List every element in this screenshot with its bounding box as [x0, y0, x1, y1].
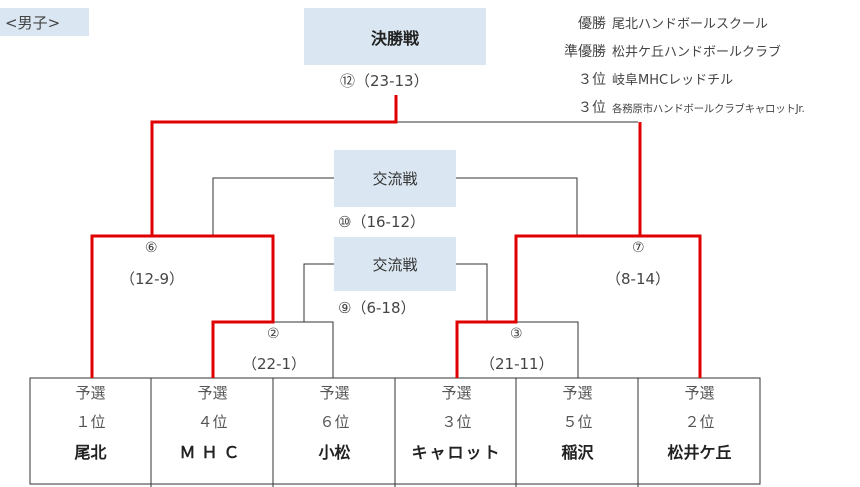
- ranking-rank: ３位: [578, 100, 606, 116]
- team-name: 稲沢: [561, 443, 594, 462]
- ranking-row: ３位各務原市ハンドボールクラブキャロットJr.: [556, 97, 805, 117]
- team-cell: 予選 １位 尾北: [30, 378, 151, 484]
- team-cell: 予選 ６位 小松: [274, 378, 395, 484]
- team-stage: 予選: [441, 384, 472, 402]
- exchange2-box: 交流戦: [334, 237, 456, 291]
- exchange2-label: 交流戦: [372, 255, 418, 274]
- team-stage: 予選: [684, 384, 715, 402]
- final-match-no: ⑫: [340, 72, 356, 90]
- ranking-team: 尾北ハンドボールスクール: [612, 17, 769, 32]
- exchange1-result: ⑩（16-12）: [338, 211, 425, 232]
- team-place: ４位: [197, 413, 228, 431]
- team-cell: 予選 ４位 ＭＨＣ: [152, 378, 273, 484]
- ranking-rank: 優勝: [578, 16, 606, 32]
- qf-left-bracket: [273, 321, 334, 378]
- exchange2-result: ⑨（6-18）: [338, 297, 416, 318]
- team-place: ３位: [441, 413, 472, 431]
- winner-path-carrot: [455, 234, 640, 378]
- semi-left-score: （12-9）: [120, 270, 185, 288]
- ranking-rank: ３位: [578, 72, 606, 88]
- final-label: 決勝戦: [370, 28, 419, 48]
- qf-right-match-no: ③: [510, 326, 523, 342]
- team-stage: 予選: [197, 384, 228, 402]
- qf-left-match-no: ②: [267, 326, 280, 342]
- ranking-team: 松井ケ丘ハンドボールクラブ: [612, 45, 782, 60]
- team-cell: 予選 ５位 稲沢: [517, 378, 638, 484]
- qf-left-score: （22-1）: [242, 355, 307, 373]
- exchange1-match-no: ⑩: [338, 213, 352, 231]
- team-place: ５位: [562, 413, 593, 431]
- team-stage: 予選: [562, 384, 593, 402]
- final-box: 決勝戦: [304, 8, 486, 65]
- team-stage: 予選: [75, 384, 106, 402]
- team-name: キャロット: [411, 443, 502, 462]
- semi-left-match-no: ⑥: [145, 240, 158, 256]
- team-name: 松井ケ丘: [667, 443, 732, 462]
- ranking-team: 岐阜MHCレッドチル: [612, 73, 734, 88]
- winner-path-mhc: [152, 234, 275, 378]
- category-tag-text: <男子>: [5, 13, 61, 32]
- team-stage: 予選: [319, 384, 350, 402]
- semi-right-score: （8-14）: [606, 270, 671, 288]
- team-place: ２位: [684, 413, 715, 431]
- team-cell: 予選 ３位 キャロット: [396, 378, 517, 484]
- team-place: ６位: [319, 413, 350, 431]
- team-name: 小松: [318, 443, 351, 462]
- exchange1-label: 交流戦: [372, 170, 418, 188]
- ranking-rank: 準優勝: [564, 44, 606, 60]
- team-place: １位: [75, 413, 106, 431]
- exchange2-match-no: ⑨: [338, 299, 352, 317]
- team-name: 尾北: [74, 443, 107, 462]
- team-cell: 予選 ２位 松井ケ丘: [639, 378, 760, 484]
- semi-right-match-no: ⑦: [632, 240, 645, 256]
- qf-right-bracket: [516, 321, 579, 378]
- winner-path-right: [638, 122, 702, 378]
- final-score: （23-13）: [355, 72, 429, 90]
- ranking-row: ３位岐阜MHCレッドチル: [556, 69, 733, 89]
- qf-right-score: （21-11）: [480, 355, 554, 373]
- exchange2-score: （6-18）: [351, 299, 416, 317]
- final-result: ⑫（23-13）: [340, 70, 429, 91]
- ranking-row: 優勝尾北ハンドボールスクール: [556, 13, 768, 33]
- team-name: ＭＨＣ: [179, 443, 246, 462]
- exchange1-score: （16-12）: [351, 213, 426, 231]
- ranking-row: 準優勝松井ケ丘ハンドボールクラブ: [556, 41, 781, 61]
- exchange1-box: 交流戦: [334, 150, 456, 207]
- category-tag: <男子>: [0, 8, 89, 36]
- winner-path-left: [90, 95, 398, 378]
- ranking-team: 各務原市ハンドボールクラブキャロットJr.: [612, 103, 805, 115]
